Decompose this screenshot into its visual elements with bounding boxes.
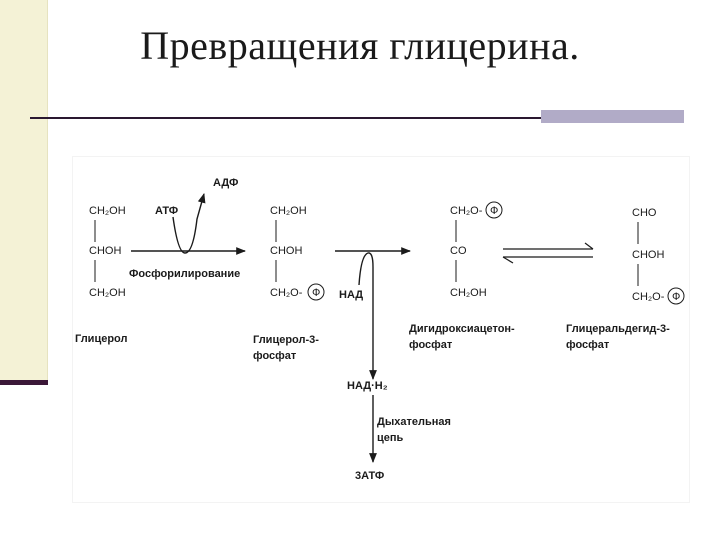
phosphate-circle [667,287,685,305]
respiratory-chain-line1: Дыхательная [377,416,451,428]
glycerol-name: Глицерол [75,333,127,345]
gap-name-line1: Глицеральдегид-3- [566,323,670,335]
dhap-c3: CH₂OH [450,287,487,299]
oxidation-step: НАД НАД·Н₂ Дыхательная цепь 3АТФ [335,247,451,482]
phosphorylation-label: Фосфорилирование [129,268,240,280]
phosphate-circle [485,201,503,219]
forward-half-head [584,242,594,250]
glycerol-c2: CHOH [89,245,121,257]
adp-label: АДФ [213,177,238,189]
dhap-name-line2: фосфат [409,339,453,351]
dhap-name-line1: Дигидроксиацетон- [409,323,515,335]
dihydroxyacetone-phosphate-structure: CH₂O- Ф CO CH₂OH Дигидроксиацетон- фосфа… [409,201,515,351]
phosphate-symbol: Ф [312,287,320,299]
g3p-c3: CH₂O- [270,287,303,299]
gap-c2: CHOH [632,249,664,261]
nad-label: НАД [339,289,363,301]
slide-title: Превращения глицерина. [140,23,580,68]
phosphorylation-step: АТФ АДФ Фосфорилирование [129,177,246,280]
respiratory-chain-line2: цепь [377,432,404,444]
glycerol-pathway-diagram: CH₂OH CHOH CH₂OH Глицерол АТФ АДФ Фосфор… [73,157,689,502]
atp-adp-curve [172,193,206,254]
nad-arrow [358,252,377,380]
diagram-svg: CH₂OH CHOH CH₂OH Глицерол АТФ АДФ Фосфор… [75,177,685,482]
dhap-c1: CH₂O- [450,205,483,217]
g3p-c1: CH₂OH [270,205,307,217]
glycerol-c1: CH₂OH [89,205,126,217]
reverse-half-head [502,256,514,264]
glyceraldehyde-3-phosphate-structure: CHO CHOH CH₂O- Ф Глицеральдегид-3- фосфа… [566,207,685,351]
title-underline [30,117,542,119]
nadh2-label: НАД·Н₂ [347,380,388,392]
g3p-c2: CHOH [270,245,302,257]
dhap-c2: CO [450,245,467,257]
glycerol-c3: CH₂OH [89,287,126,299]
equilibrium-arrows [502,242,594,264]
g3p-name-line1: Глицерол-3- [253,334,319,346]
g3p-name-line2: фосфат [253,350,297,362]
sidebar-rule [0,380,48,385]
gap-name-line2: фосфат [566,339,610,351]
title-accent-bar [541,110,684,123]
phosphate-circle [307,283,325,301]
gap-c3: CH₂O- [632,291,665,303]
sidebar-decoration [0,0,48,382]
atp3-label: 3АТФ [355,470,384,482]
phosphate-symbol: Ф [672,291,680,303]
glycerol-3-phosphate-structure: CH₂OH CHOH CH₂O- Ф Глицерол-3- фосфат [253,205,325,362]
atp-label: АТФ [155,205,178,217]
gap-c1: CHO [632,207,657,219]
phosphate-symbol: Ф [490,205,498,217]
glycerol-structure: CH₂OH CHOH CH₂OH Глицерол [75,205,127,345]
